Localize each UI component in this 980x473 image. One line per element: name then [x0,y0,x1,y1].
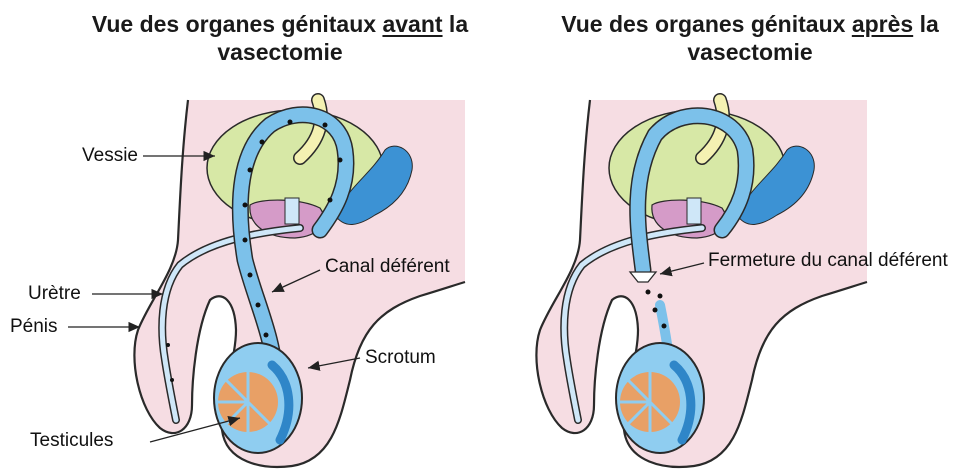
label-urethra: Urètre [28,283,81,305]
label-penis: Pénis [10,316,58,338]
label-bladder: Vessie [82,145,138,167]
label-testicles: Testicules [30,430,113,452]
label-scrotum: Scrotum [365,347,436,369]
label-vas-deferens: Canal déférent [325,256,450,278]
label-vas-closure: Fermeture du canal déférent [708,250,948,272]
